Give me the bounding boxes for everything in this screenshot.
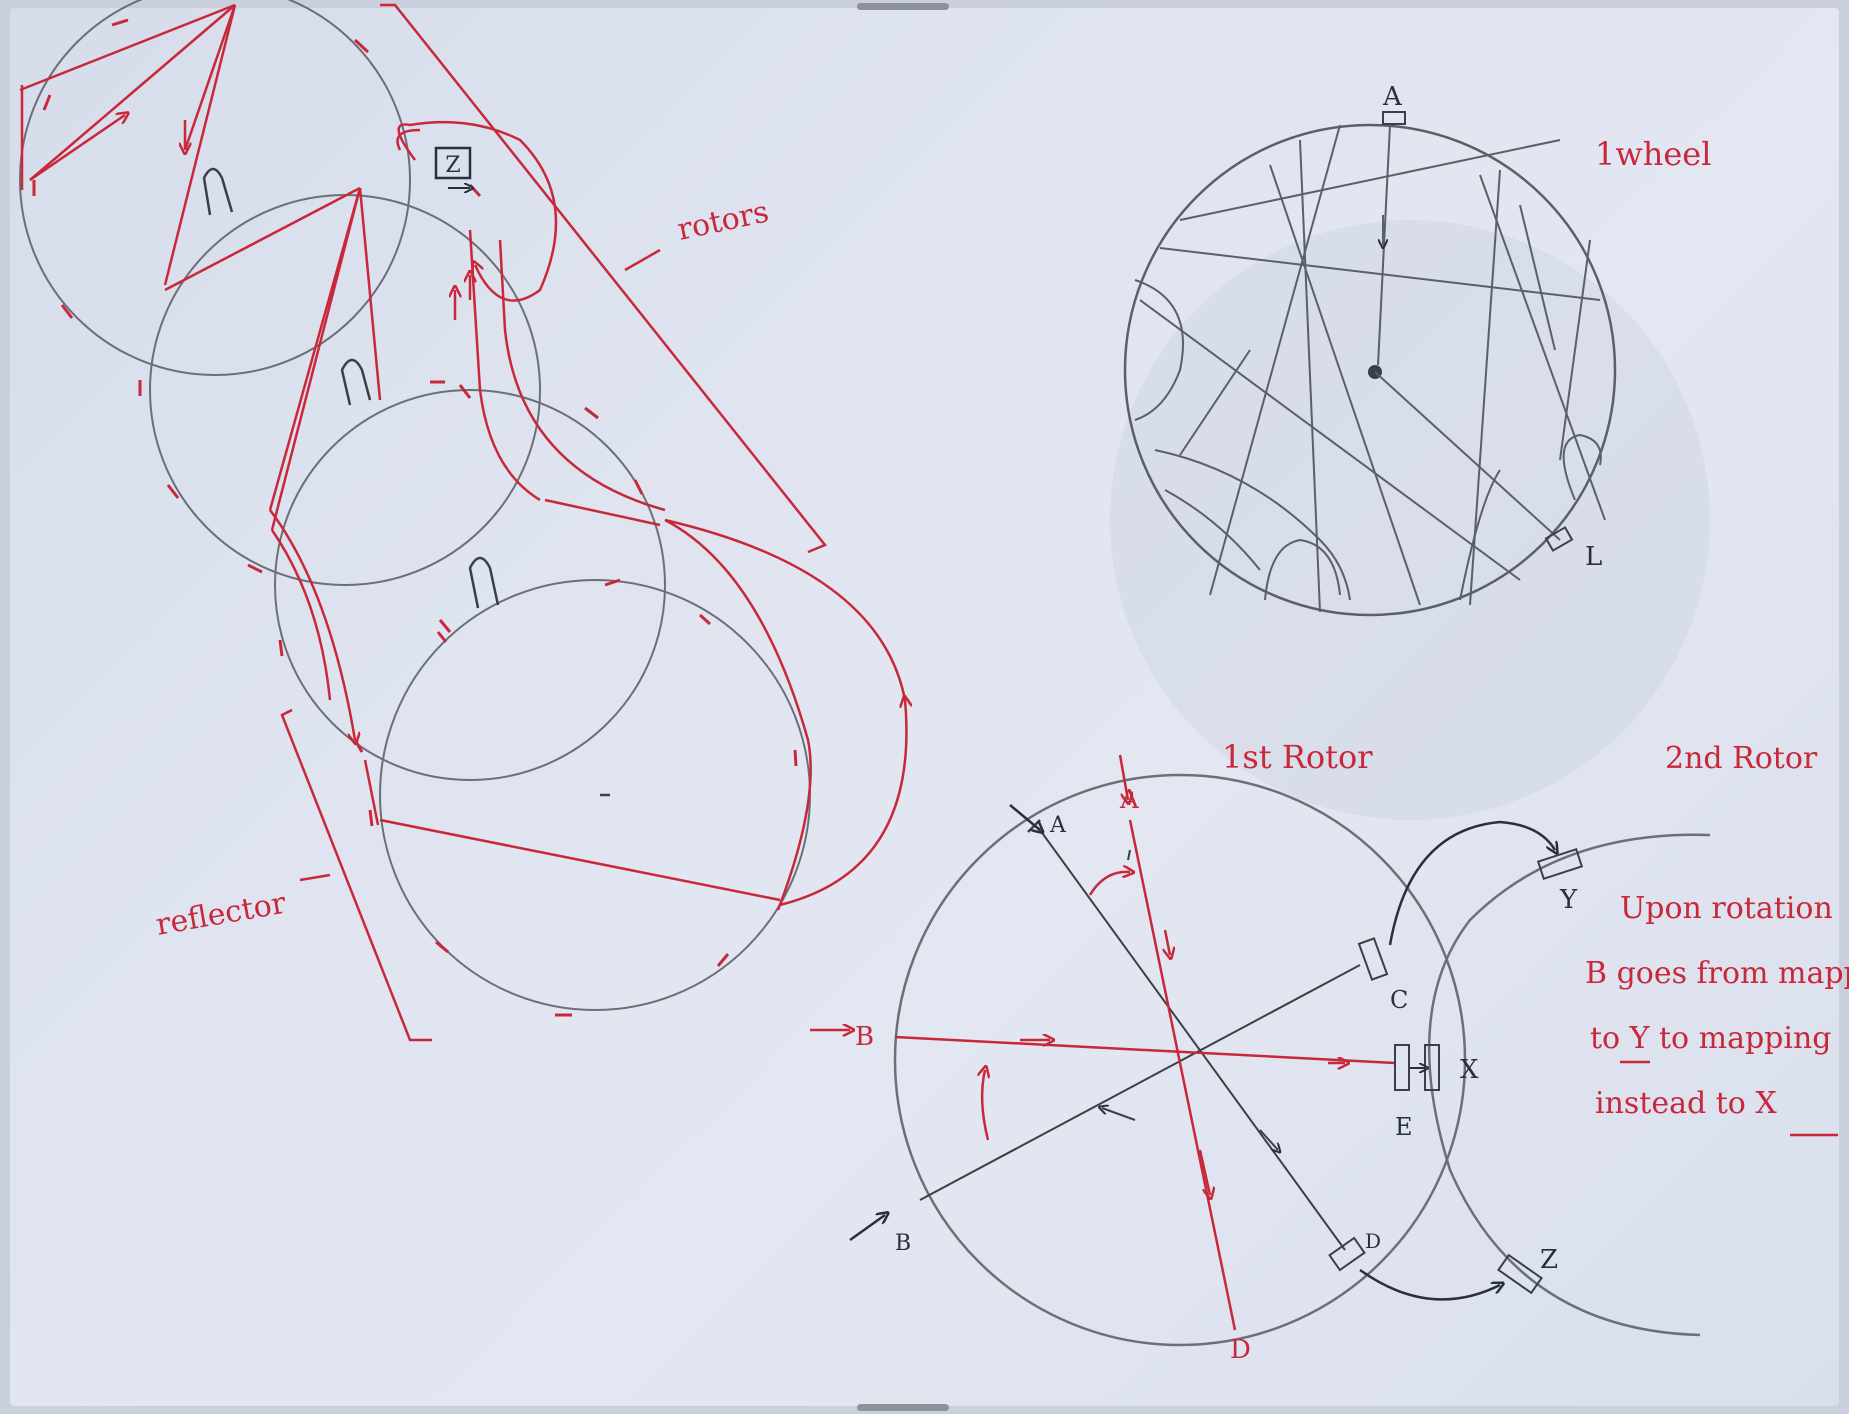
notch-1 — [202, 167, 234, 216]
second-rotor-arc — [1427, 833, 1711, 1337]
path-r3-down — [268, 509, 355, 740]
r1-label-b-left: B — [855, 1022, 874, 1052]
contact-e — [1394, 1044, 1410, 1091]
first-rotor-title: 1st Rotor — [1222, 738, 1373, 776]
wheel-circle — [1123, 123, 1617, 617]
note-line-1: Upon rotation — [1620, 891, 1833, 926]
wheel-contact-a — [1382, 111, 1406, 125]
path-cross-1 — [544, 498, 661, 527]
rotor-stack — [19, 0, 811, 1011]
link-d-z — [1359, 1268, 1500, 1301]
path-reflector-down — [363, 759, 380, 826]
path-top-fan-3 — [163, 4, 237, 286]
note-line-2: B goes from mapping — [1585, 956, 1849, 991]
z-box-label: Z — [445, 153, 460, 178]
path-top-fan-1 — [29, 4, 236, 181]
r1-label-d-bottom: D — [1230, 1335, 1251, 1365]
r1-label-c: C — [1390, 986, 1408, 1014]
path-rotors-tick — [624, 248, 661, 272]
r1-label-e: E — [1395, 1113, 1413, 1141]
path-top-fan-2 — [183, 4, 237, 151]
r1-label-a-top: A — [1119, 785, 1140, 815]
path-r2-fan-3 — [358, 187, 382, 401]
wheel-label-a: A — [1382, 82, 1403, 112]
photo-grip-top[interactable] — [857, 3, 949, 10]
path-reflector-loop-2 — [664, 518, 812, 911]
wheel-shadow — [1110, 220, 1710, 820]
note-line-4: instead to X — [1595, 1086, 1777, 1121]
one-wheel-diagram: A L — [1110, 82, 1710, 820]
path-mid-right-2 — [498, 239, 666, 512]
rotor-circle-1 — [19, 0, 411, 376]
entry-arrow-a-left — [1009, 804, 1040, 830]
z-box: Z — [434, 146, 470, 188]
rotor-ticks — [32, 18, 798, 1017]
map-line-a-d — [1039, 829, 1346, 1251]
r2-label-z: Z — [1540, 1245, 1558, 1275]
wheel-spoke-l — [1374, 371, 1561, 541]
path-reflector-tick — [299, 873, 331, 882]
path-big-bracket — [380, 3, 828, 554]
paper-sheet — [10, 8, 1839, 1406]
wheel-contact-l — [1544, 526, 1574, 552]
path-reflector-bracket — [280, 708, 432, 1042]
path-r2-fan-1 — [164, 186, 361, 292]
entry-arrow-b-bottom — [849, 1215, 885, 1242]
one-wheel-label: 1wheel — [1595, 135, 1711, 173]
rotor-circle-3 — [274, 389, 666, 781]
rotation-arrow-left — [982, 1070, 988, 1141]
path-r2-fan-4 — [270, 187, 362, 531]
rotation-arrow-top — [1088, 872, 1130, 896]
path-r3-in — [270, 529, 332, 701]
reflector-label: reflector — [153, 886, 289, 943]
rotor-notches — [202, 167, 610, 797]
entry-arrow-a-top — [1118, 754, 1128, 800]
notch-3 — [468, 556, 500, 609]
reflector-circle — [379, 579, 811, 1011]
photo-grip-bottom[interactable] — [857, 1404, 949, 1411]
map-line-a-d-red — [1128, 819, 1237, 1331]
path-fan-arrow — [29, 115, 125, 182]
link-c-y — [1388, 820, 1555, 946]
map-line-b-c — [919, 964, 1361, 1201]
contact-c — [1357, 937, 1389, 981]
second-rotor-diagram: X Y Z — [1359, 820, 1711, 1337]
path-mid-right-1 — [468, 229, 541, 502]
r2-label-y: Y — [1559, 885, 1578, 915]
first-rotor-circle — [893, 773, 1467, 1347]
path-top-loop — [397, 120, 558, 302]
notch-2 — [340, 358, 372, 406]
map-line-b-e-red — [894, 1035, 1396, 1065]
wheel-label-l: L — [1585, 542, 1602, 572]
r1-label-b-bottom: B — [895, 1231, 911, 1256]
note-line-3: to Y to mapping — [1590, 1021, 1832, 1056]
second-rotor-title: 2nd Rotor — [1665, 741, 1818, 776]
path-top-loop-2 — [396, 128, 421, 151]
path-reflector-loop — [664, 518, 906, 907]
r2-label-x: X — [1460, 1055, 1479, 1085]
contact-z — [1497, 1253, 1543, 1295]
rotor-signal-paths — [19, 3, 906, 1042]
rotation-note: Upon rotation B goes from mapping to Y t… — [1585, 891, 1849, 1137]
r1-label-d-right: D — [1365, 1229, 1381, 1253]
rotors-label: rotors — [674, 194, 772, 247]
path-top-fan-4 — [19, 3, 236, 92]
r1-label-a-left: A — [1049, 813, 1067, 838]
path-reflector-main — [379, 818, 781, 902]
contact-d — [1328, 1236, 1366, 1272]
first-rotor-diagram: A A B B C E D D — [810, 754, 1467, 1365]
